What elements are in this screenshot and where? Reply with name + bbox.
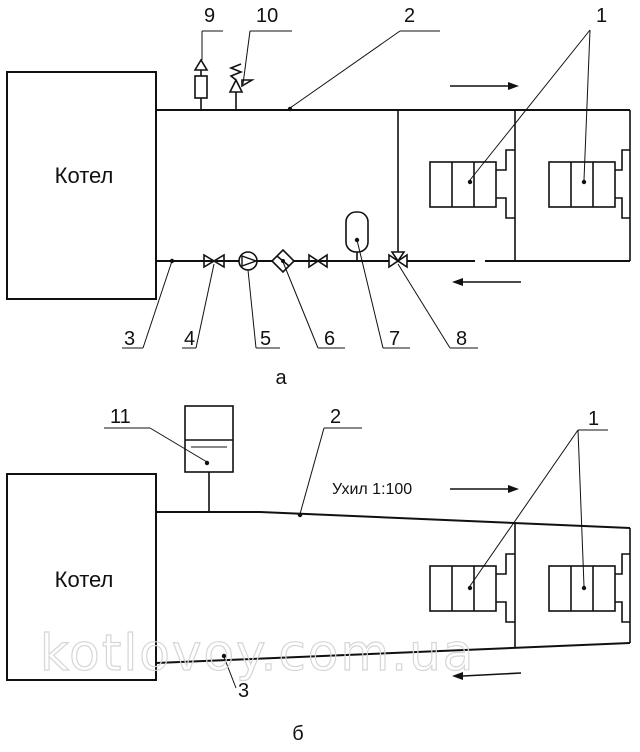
flow-arrow-return-icon — [452, 278, 521, 286]
callout-9: 9 — [204, 5, 215, 27]
air-vent-icon — [193, 58, 209, 110]
three-way-valve-icon — [388, 251, 408, 269]
callout-5: 5 — [260, 328, 271, 350]
diagram-b: Котел — [6, 405, 631, 745]
radiator-a-1 — [429, 149, 515, 219]
boiler-b-label: Котел — [55, 567, 114, 592]
callout-1: 1 — [596, 5, 607, 27]
diagram-a: Котел — [6, 5, 631, 389]
flow-arrow-supply-icon — [450, 82, 519, 90]
callout-2b: 2 — [330, 406, 341, 428]
flow-arrow-supply-b-icon — [450, 485, 519, 493]
callout-4: 4 — [184, 328, 195, 350]
gravity-tank-icon — [184, 405, 234, 512]
callout-6: 6 — [324, 328, 335, 350]
caption-b: б — [292, 723, 303, 745]
shutoff-valve-4-icon — [203, 253, 225, 269]
slope-label: Ухил 1:100 — [332, 481, 412, 498]
safety-valve-icon — [228, 63, 255, 110]
callout-2: 2 — [404, 5, 415, 27]
return-pipe-b — [155, 642, 631, 664]
watermark: kotlovoy.com.ua — [40, 624, 475, 682]
leader-lines-b — [104, 427, 608, 689]
pump-icon — [238, 251, 259, 271]
callout-1b: 1 — [588, 408, 599, 430]
callout-10: 10 — [256, 5, 278, 27]
flow-arrow-return-b-icon — [452, 672, 522, 680]
radiator-b-1 — [429, 553, 515, 623]
expansion-tank-icon — [345, 211, 369, 261]
supply-pipe-b — [156, 511, 631, 529]
callout-8: 8 — [456, 328, 467, 350]
leader-lines-a — [122, 29, 591, 349]
boiler-b — [6, 473, 157, 681]
callout-11: 11 — [110, 406, 131, 428]
callout-3: 3 — [124, 328, 135, 350]
boiler-a-label: Котел — [55, 163, 114, 188]
shutoff-valve-icon — [308, 253, 328, 269]
callout-7: 7 — [389, 328, 400, 350]
caption-a: а — [275, 367, 287, 389]
radiator-a-2 — [548, 149, 630, 219]
callout-3b: 3 — [238, 680, 249, 702]
boiler-a — [6, 71, 157, 300]
filter-icon — [270, 248, 296, 274]
radiator-b-2 — [548, 553, 630, 623]
